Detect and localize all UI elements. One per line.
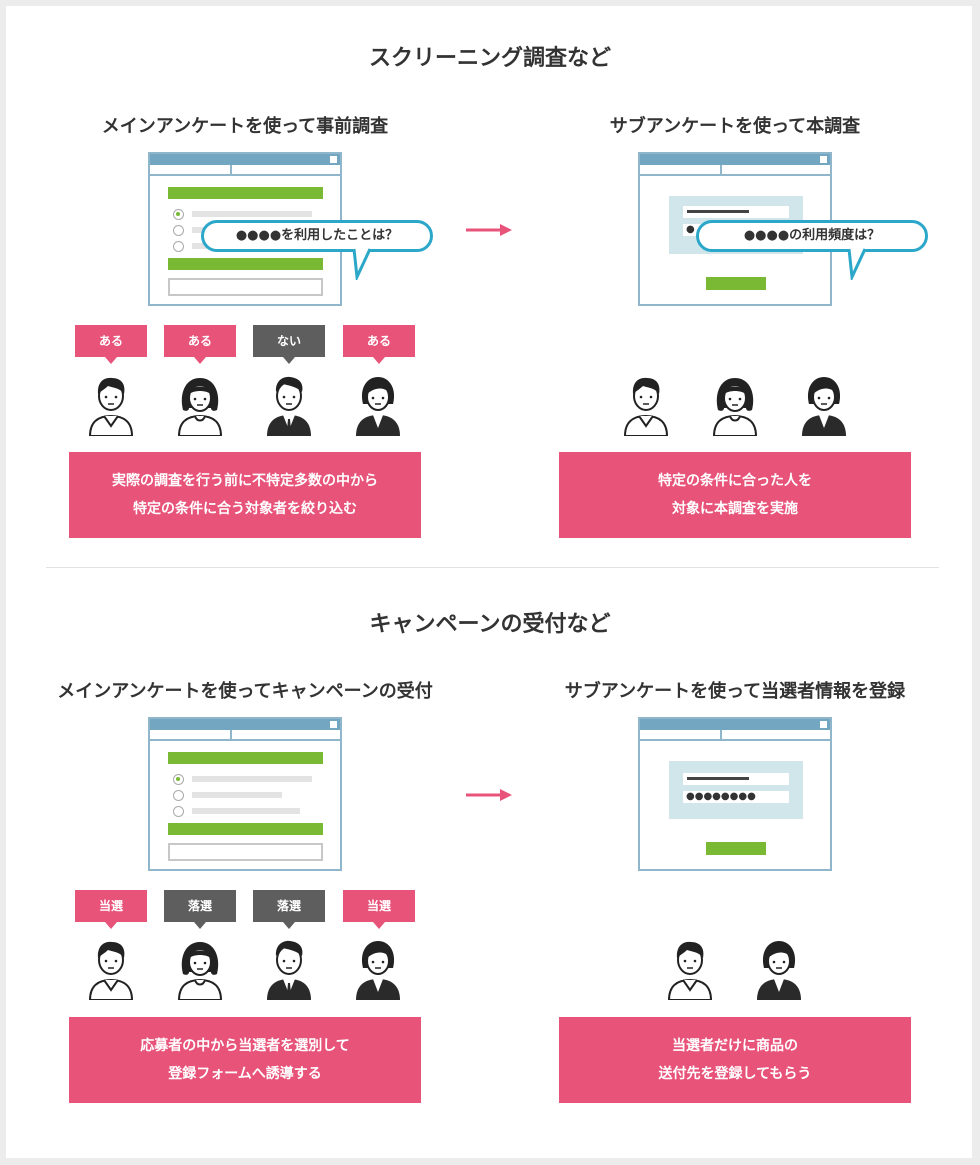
campaign-section-title: キャンペーンの受付など: [369, 612, 611, 637]
result-tag-lose: 落選: [253, 890, 325, 929]
submit-button-shape: [706, 842, 766, 855]
screening-sub-title: サブアンケートを使って本調査: [609, 116, 861, 137]
window-button-icon: [820, 721, 827, 728]
description-line: 応募者の中から当選者を選別して: [140, 1038, 350, 1054]
businesswoman-avatar-icon: [752, 934, 806, 1000]
woman-avatar-icon: [173, 370, 227, 436]
man-avatar-icon: [619, 370, 673, 436]
campaign-sub-title: サブアンケートを使って当選者情報を登録: [564, 681, 906, 702]
businessman-avatar-icon: [262, 370, 316, 436]
description-line: 特定の条件に合った人を: [658, 473, 812, 489]
arrow-right-icon: [466, 789, 512, 801]
campaign-sub-survey-window: ●●●●●●●●: [638, 717, 832, 871]
section-divider: [46, 567, 939, 568]
businesswoman-avatar-icon: [797, 370, 851, 436]
question-header-bar: [168, 752, 323, 764]
campaign-main-description: 応募者の中から当選者を選別して 登録フォームへ誘導する: [69, 1017, 421, 1103]
businessman-avatar-icon: [262, 934, 316, 1000]
description-line: 対象に本調査を実施: [672, 501, 798, 517]
radio-icon: [173, 241, 184, 252]
password-field: ●●●●●●●●: [683, 791, 789, 803]
bubble-tail-icon: [847, 248, 867, 280]
form-field: [683, 206, 789, 218]
description-line: 特定の条件に合う対象者を絞り込む: [133, 501, 357, 517]
man-avatar-icon: [84, 370, 138, 436]
answer-tag-yes: ある: [75, 325, 147, 364]
form-field: [683, 773, 789, 785]
man-avatar-icon: [663, 934, 717, 1000]
option-line: [192, 776, 312, 782]
window-button-icon: [330, 721, 337, 728]
radio-icon: [173, 225, 184, 236]
radio-icon: [173, 790, 184, 801]
arrow-right-icon: [466, 224, 512, 236]
text-input-box: [168, 278, 323, 296]
option-line: [192, 808, 300, 814]
window-button-icon: [330, 156, 337, 163]
campaign-sub-description: 当選者だけに商品の 送付先を登録してもらう: [559, 1017, 911, 1103]
businesswoman-avatar-icon: [351, 934, 405, 1000]
question-header-bar: [168, 823, 323, 835]
text-input-box: [168, 843, 323, 861]
screening-main-description: 実際の調査を行う前に不特定多数の中から 特定の条件に合う対象者を絞り込む: [69, 452, 421, 538]
screening-sub-description: 特定の条件に合った人を 対象に本調査を実施: [559, 452, 911, 538]
bubble-tail-icon: [352, 248, 372, 280]
result-tag-lose: 落選: [164, 890, 236, 929]
radio-icon: [173, 806, 184, 817]
man-avatar-icon: [84, 934, 138, 1000]
question-header-bar: [168, 258, 323, 270]
radio-selected-icon: [173, 774, 184, 785]
question-speech-bubble: ●●●●を利用したことは？: [201, 220, 433, 252]
description-line: 送付先を登録してもらう: [658, 1066, 812, 1082]
password-dots: ●●●●●●●●: [686, 791, 756, 802]
screening-section-title: スクリーニング調査など: [368, 46, 611, 71]
campaign-main-title: メインアンケートを使ってキャンペーンの受付: [57, 681, 433, 702]
submit-button-shape: [706, 277, 766, 290]
result-tag-win: 当選: [75, 890, 147, 929]
radio-selected-icon: [173, 209, 184, 220]
answer-tag-no: ない: [253, 325, 325, 364]
description-line: 当選者だけに商品の: [672, 1038, 798, 1054]
woman-avatar-icon: [173, 934, 227, 1000]
option-line: [192, 211, 312, 217]
result-tag-win: 当選: [343, 890, 415, 929]
question-header-bar: [168, 187, 323, 199]
window-button-icon: [820, 156, 827, 163]
answer-tag-yes: ある: [343, 325, 415, 364]
answer-tag-yes: ある: [164, 325, 236, 364]
option-line: [192, 792, 282, 798]
screening-main-title: メインアンケートを使って事前調査: [101, 116, 389, 137]
campaign-main-survey-window: [148, 717, 342, 871]
businesswoman-avatar-icon: [351, 370, 405, 436]
woman-avatar-icon: [708, 370, 762, 436]
form-panel: ●●●●●●●●: [669, 761, 803, 819]
description-line: 登録フォームへ誘導する: [168, 1066, 322, 1082]
description-line: 実際の調査を行う前に不特定多数の中から: [112, 473, 378, 489]
question-speech-bubble: ●●●●の利用頻度は？: [696, 220, 928, 252]
